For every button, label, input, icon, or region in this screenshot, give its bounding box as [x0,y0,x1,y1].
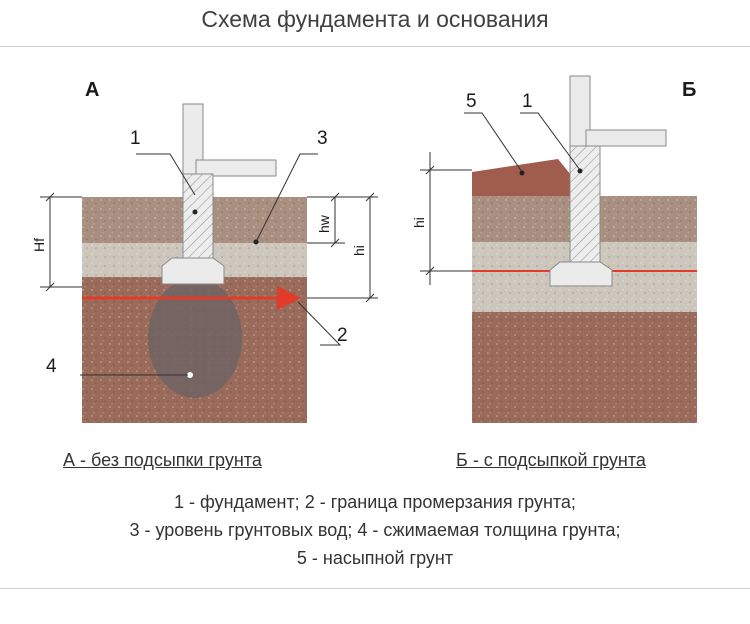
panel-b-dimension-hi [420,152,472,285]
legend: 1 - фундамент; 2 - граница промерзания г… [0,488,750,572]
panel-a-label-1: 1 [130,128,141,149]
legend-line-1: 1 - фундамент; 2 - граница промерзания г… [174,492,576,512]
panel-b-dim-hi-label: hi [411,217,427,228]
panel-a-dim-hi-label: hi [351,245,367,256]
panel-b-foundation [549,75,667,287]
panel-b-leader-1 [520,112,581,171]
diagram-title: Схема фундамента и основания [201,6,549,32]
diagram-frame [0,46,750,589]
panel-b-label-1: 1 [522,91,533,112]
panel-a-dimension-hi [307,192,378,303]
panel-a [40,103,378,423]
panel-a-letter: А [85,79,99,101]
panel-a-foundation [161,103,277,285]
panel-a-leader-1 [136,153,196,196]
panel-a-compressed-zone [148,278,242,398]
panel-a-caption: А - без подсыпки грунта [63,450,262,470]
panel-a-label-3: 3 [317,128,328,149]
panel-b-caption: Б - с подсыпкой грунта [456,450,646,470]
panel-a-leader-2 [297,301,342,346]
panel-a-dim-hw-label: hw [316,214,332,233]
panel-b-fill-soil-layer [472,159,588,196]
legend-line-2: 3 - уровень грунтовых вод; 4 - сжимаемая… [129,520,621,540]
panel-a-zone-point [187,372,193,378]
panel-a-dim-hf-label: Hf [31,238,47,252]
panel-b [420,75,697,423]
panel-b-label-5: 5 [466,91,477,112]
panel-a-label-4: 4 [46,356,57,377]
panel-a-dimension-hf [40,192,82,292]
panel-a-label-2: 2 [337,325,348,346]
panel-b-leader-5 [464,112,523,173]
legend-line-3: 5 - насыпной грунт [296,548,454,568]
panel-a-dimension-hw [307,192,345,248]
panel-a-leader-3 [255,153,318,243]
panel-b-letter: Б [682,79,696,101]
